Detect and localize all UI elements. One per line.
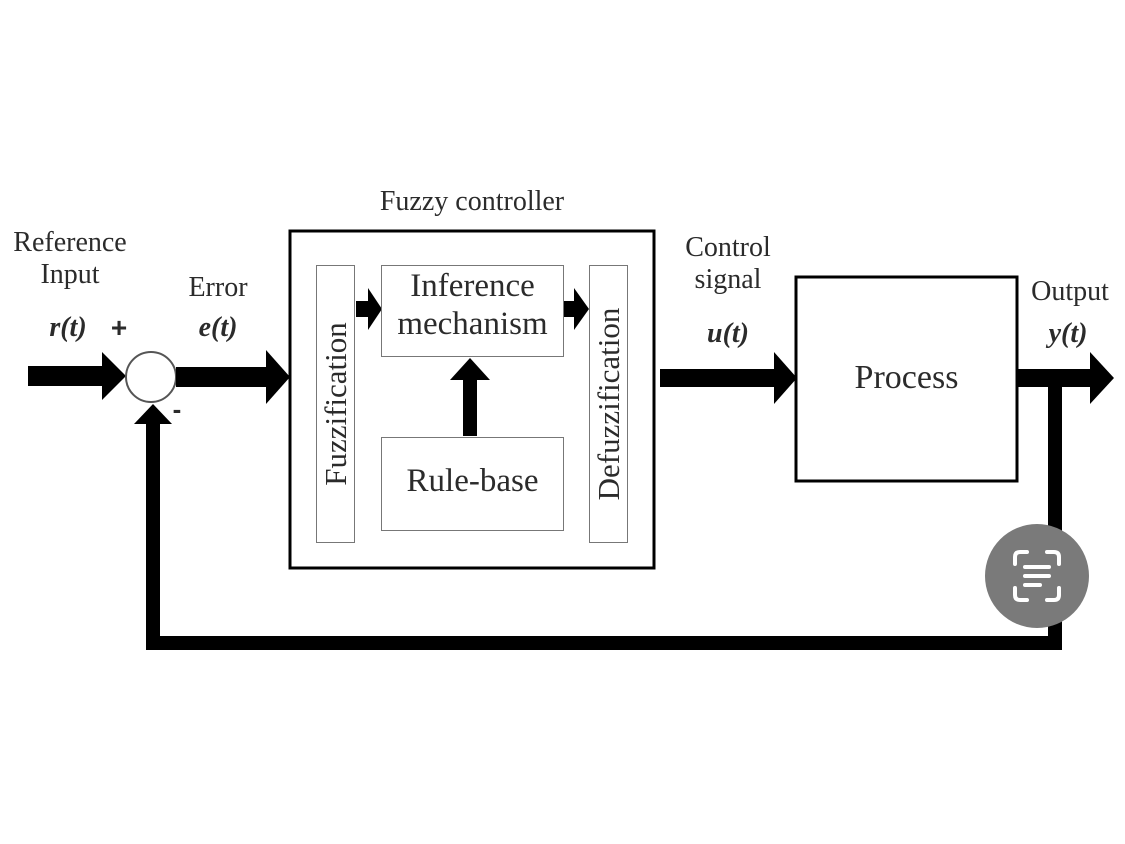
fuzzification-label: Fuzzification — [318, 322, 353, 486]
output-label: Output — [1031, 276, 1109, 307]
error-arrow — [176, 350, 290, 404]
plus-sign: + — [110, 312, 128, 343]
inference-to-defuzzification-arrow — [563, 288, 589, 330]
inference-line2: mechanism — [397, 305, 548, 342]
fuzzification-box — [316, 265, 355, 543]
defuzzification-label: Defuzzification — [591, 307, 626, 501]
fuzzy-controller-title: Fuzzy controller — [379, 186, 565, 217]
rulebase-to-inference-arrow — [450, 358, 490, 436]
defuzzification-box — [589, 265, 628, 543]
fuzzification-to-inference-arrow — [356, 288, 382, 330]
minus-sign: - — [172, 394, 182, 424]
control-line1: Control — [685, 232, 771, 263]
control-line2: signal — [694, 264, 762, 296]
scan-text-button[interactable] — [985, 524, 1089, 628]
process-label: Process — [854, 359, 959, 396]
rule-base-box — [381, 437, 564, 531]
rule-base-label: Rule-base — [406, 463, 539, 499]
control-signal-arrow — [660, 352, 797, 404]
error-var: e(t) — [198, 312, 238, 343]
output-var: y(t) — [1048, 318, 1088, 349]
inference-mechanism-box — [381, 265, 564, 357]
inference-line1: Inference — [410, 268, 535, 304]
control-signal-label: Control signal — [672, 232, 784, 296]
reference-input-label: Reference Input — [0, 227, 140, 291]
scan-text-icon — [1013, 550, 1061, 602]
reference-line1: Reference — [13, 227, 127, 258]
output-arrow — [1018, 352, 1114, 404]
reference-line2: Input — [40, 259, 100, 291]
fuzzy-controller-box — [288, 229, 656, 570]
inference-label: Inference mechanism — [381, 268, 564, 344]
reference-arrow — [28, 352, 126, 400]
control-signal-var: u(t) — [707, 318, 749, 349]
reference-var: r(t) — [49, 312, 87, 343]
error-label: Error — [188, 272, 248, 303]
process-box — [794, 275, 1019, 483]
